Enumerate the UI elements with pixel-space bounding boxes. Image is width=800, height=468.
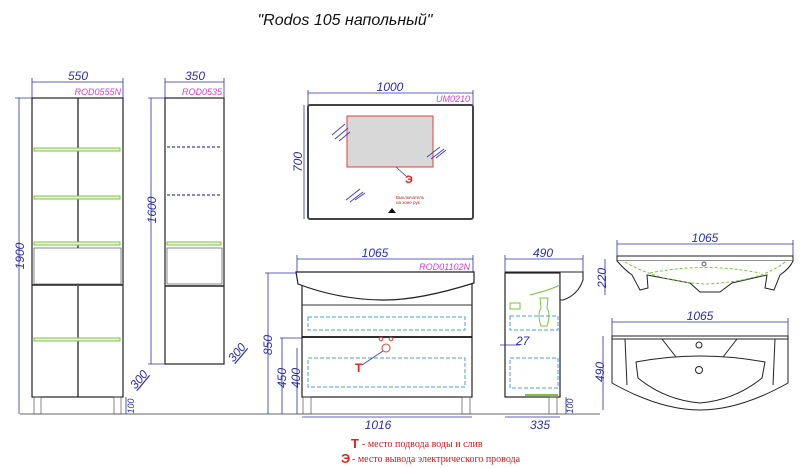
switch-note-line2: на зоне рук (396, 200, 420, 205)
basin-side-width-label: 1065 (692, 231, 719, 245)
legend-electric-mark: Э (341, 451, 350, 466)
tall-width-label: 550 (68, 69, 88, 83)
vanity-water-mark: Т (355, 361, 363, 375)
vanity-front: 1065 ROD01102N Т 1016 850 450 400 (261, 246, 475, 432)
half-code-label: ROD0535 (182, 87, 223, 97)
tall-depth-label: 300 (127, 367, 151, 392)
vanity-side: 490 27 335 100 (500, 246, 584, 432)
vanity-body-width-label: 1016 (365, 418, 392, 432)
tall-height-label: 1900 (13, 242, 27, 269)
legend-water-text: - место подвода воды и слив (362, 439, 483, 450)
side-legs-label: 100 (565, 398, 575, 413)
legend-electric-text: - место вывода электрического провода (352, 454, 521, 465)
basin-side-height-label: 220 (595, 268, 609, 289)
tall-legs-label: 100 (126, 398, 136, 413)
tall-cabinet: 550 ROD0555N 1900 100 300 (13, 69, 151, 415)
basin-top-view: 1065 490 (593, 309, 789, 411)
side-body-depth-label: 335 (530, 418, 550, 432)
side-depth-label: 490 (533, 246, 553, 260)
legend: Т - место подвода воды и слив Э - место … (341, 436, 521, 466)
tall-code-label: ROD0555N (74, 87, 121, 97)
half-depth-label: 300 (225, 340, 249, 365)
half-width-label: 350 (185, 69, 205, 83)
mirror: 1000 UM0210 Э Выключатель на зоне рук 70… (291, 80, 474, 220)
side-offset-label: 27 (515, 334, 531, 348)
half-height-label: 1600 (145, 196, 159, 223)
switch-icon (388, 208, 396, 213)
basin-side-view: 1065 220 (595, 231, 794, 295)
vanity-code-label: ROD01102N (419, 262, 470, 272)
vanity-450-label: 450 (275, 368, 289, 388)
basin-top-depth-label: 490 (593, 362, 607, 382)
mirror-width-label: 1000 (377, 80, 404, 94)
mirror-height-label: 700 (291, 152, 305, 172)
legend-water-mark: Т (351, 436, 359, 451)
vanity-400-label: 400 (289, 368, 303, 388)
page-title: "Rodos 105 напольный" (258, 12, 434, 29)
half-cabinet: 350 ROD0535 1600 300 (145, 69, 249, 365)
mirror-code-label: UM0210 (436, 94, 470, 104)
mirror-electric-mark: Э (405, 174, 413, 186)
switch-note-line1: Выключатель (396, 195, 425, 200)
basin-top-width-label: 1065 (687, 309, 714, 323)
vanity-top-width-label: 1065 (362, 246, 389, 260)
vanity-height-label: 850 (261, 335, 275, 355)
